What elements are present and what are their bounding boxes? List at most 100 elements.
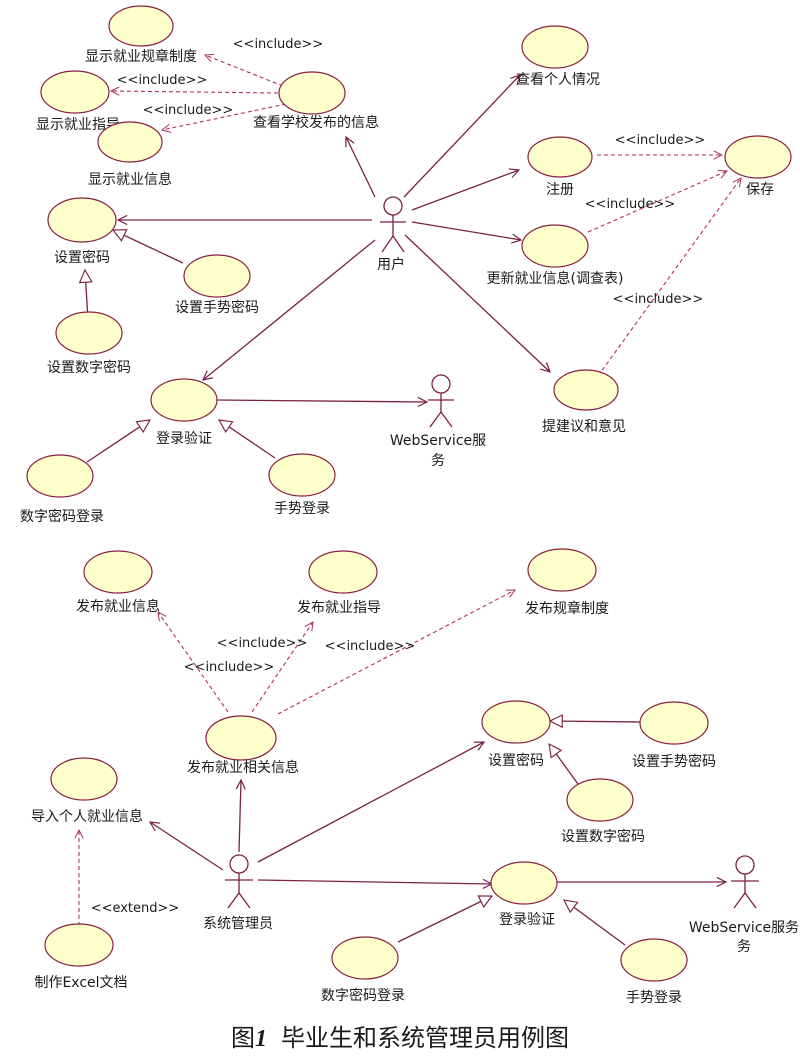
top-view-school-label: 查看学校发布的信息 — [253, 114, 379, 131]
bottom-admin-setpwd-edge — [257, 742, 484, 863]
top-include-suggest-edge — [597, 178, 741, 377]
bottom-number-login-ellipse — [331, 936, 399, 980]
bottom-admin-import-edge — [150, 822, 224, 871]
top-login-ellipse — [150, 378, 218, 422]
top-user-register-edge — [411, 170, 519, 211]
bottom-publish-info-ellipse — [83, 550, 153, 594]
bottom-publish-related-label: 发布就业相关信息 — [187, 759, 299, 776]
bottom-publish-guidance-label: 发布就业指导 — [297, 600, 381, 616]
bottom-set-gesture-label: 设置手势密码 — [632, 753, 716, 770]
bottom-edges — [79, 590, 726, 946]
top-numberlogin-generalizes-login-edge — [86, 420, 150, 463]
top-stereotypes: <<include>> <<include>> <<include>> <<in… — [117, 37, 706, 307]
bottom-import-personal-ellipse — [50, 757, 118, 801]
top-gesture-login-ellipse — [268, 453, 336, 497]
bottom-publish-guidance-ellipse — [308, 550, 378, 594]
bottom-admin-publish-edge — [239, 780, 241, 853]
top-set-password-label: 设置密码 — [54, 249, 110, 266]
top-include-guidance-edge — [111, 91, 279, 93]
top-suggest-label: 提建议和意见 — [542, 418, 626, 435]
bottom-webservice-label-1: WebService服务 — [689, 920, 799, 936]
top-show-guidance-ellipse — [40, 70, 110, 114]
bottom-make-excel-label: 制作Excel文档 — [34, 975, 127, 991]
top-show-info-label: 显示就业信息 — [88, 171, 172, 188]
top-login-label: 登录验证 — [156, 431, 212, 447]
bottom-extend-excel-label: <<extend>> — [91, 901, 180, 916]
bottom-login-label: 登录验证 — [499, 912, 555, 928]
bottom-login-ellipse — [490, 861, 558, 905]
bottom-webservice-label-2: 务 — [737, 939, 751, 955]
bottom-gesture-login-ellipse — [620, 938, 688, 982]
bottom-admin-label: 系统管理员 — [203, 916, 273, 932]
bottom-stereotypes: <<include>> <<include>> <<include>> <<ex… — [91, 636, 416, 916]
top-update-ellipse — [521, 224, 589, 268]
top-show-rules-label: 显示就业规章制度 — [85, 48, 197, 65]
bottom-import-personal-label: 导入个人就业信息 — [31, 808, 143, 825]
bottom-usecases: 发布就业信息 发布就业指导 发布规章制度 发布就业相关信息 导入个人就业信息 制… — [31, 548, 716, 1006]
top-include-register-label: <<include>> — [615, 133, 706, 148]
top-user-suggest-edge — [404, 234, 550, 372]
bottom-publish-info-label: 发布就业信息 — [76, 598, 160, 615]
bottom-include-guidance-label: <<include>> — [217, 636, 308, 651]
caption-prefix: 图 — [231, 1024, 255, 1052]
top-number-login-ellipse — [26, 454, 94, 498]
top-include-info-label: <<include>> — [143, 103, 234, 118]
bottom-admin-login-edge — [257, 880, 492, 884]
top-register-ellipse — [527, 136, 593, 178]
bottom-include-info-label: <<include>> — [184, 660, 275, 675]
bottom-admin-actor: 系统管理员 — [203, 854, 273, 932]
bottom-webservice-actor: WebService服务 务 — [689, 855, 799, 955]
bottom-number-login-label: 数字密码登录 — [321, 987, 405, 1004]
top-user-actor: 用户 — [377, 196, 406, 273]
bottom-set-number-label: 设置数字密码 — [561, 828, 645, 845]
caption-number: 1 — [255, 1026, 267, 1052]
figure-caption: 图1 毕业生和系统管理员用例图 — [231, 1024, 569, 1052]
top-login-webservice-edge — [216, 400, 427, 402]
bottom-include-rules-edge — [277, 590, 515, 715]
bottom-set-password-label: 设置密码 — [488, 752, 544, 769]
bottom-publish-rules-ellipse — [527, 548, 597, 592]
top-gesture-generalizes-setpwd-edge — [113, 230, 184, 264]
top-set-gesture-label: 设置手势密码 — [175, 299, 259, 316]
top-include-rules-label: <<include>> — [233, 37, 324, 52]
top-user-view-personal-edge — [403, 75, 520, 198]
top-include-guidance-label: <<include>> — [117, 73, 208, 88]
bottom-numberlogin-generalizes-login-edge — [397, 896, 492, 943]
top-gesture-login-label: 手势登录 — [274, 501, 330, 517]
top-include-rules-edge — [205, 55, 284, 87]
top-user-login-edge — [203, 239, 376, 380]
top-set-number-label: 设置数字密码 — [47, 359, 131, 376]
top-user-update-edge — [411, 221, 521, 240]
bottom-set-number-ellipse — [566, 778, 634, 822]
top-show-info-ellipse — [97, 121, 163, 163]
top-include-info-edge — [162, 103, 287, 130]
top-update-label: 更新就业信息(调查表) — [487, 270, 624, 287]
top-show-rules-ellipse — [108, 5, 174, 47]
bottom-make-excel-ellipse — [44, 923, 114, 967]
bottom-publish-related-ellipse — [205, 715, 277, 761]
caption-title: 毕业生和系统管理员用例图 — [281, 1024, 569, 1052]
top-show-guidance-label: 显示就业指导 — [36, 117, 120, 133]
bottom-include-info-edge — [158, 612, 229, 713]
top-usecases: 显示就业规章制度 显示就业指导 显示就业信息 查看学校发布的信息 查看个人情况 … — [20, 5, 792, 525]
top-view-school-ellipse — [278, 71, 346, 115]
top-user-label: 用户 — [377, 256, 405, 273]
bottom-number-generalizes-setpwd-edge — [549, 744, 579, 785]
top-set-number-ellipse — [55, 311, 123, 355]
top-webservice-label-2: 务 — [431, 453, 445, 469]
bottom-gesturelogin-generalizes-login-edge — [564, 900, 626, 946]
top-set-gesture-ellipse — [183, 254, 251, 298]
top-user-view-school-edge — [346, 137, 376, 198]
top-edges — [85, 55, 741, 463]
top-number-login-label: 数字密码登录 — [20, 508, 104, 525]
top-save-label: 保存 — [746, 182, 774, 198]
top-save-ellipse — [724, 135, 792, 179]
top-gesturelogin-generalizes-login-edge — [219, 420, 276, 459]
top-set-password-ellipse — [47, 197, 117, 243]
top-register-label: 注册 — [546, 182, 574, 198]
top-suggest-ellipse — [553, 369, 619, 411]
top-view-personal-label: 查看个人情况 — [516, 72, 600, 88]
bottom-publish-rules-label: 发布规章制度 — [525, 600, 609, 617]
top-include-update-edge — [587, 171, 727, 233]
